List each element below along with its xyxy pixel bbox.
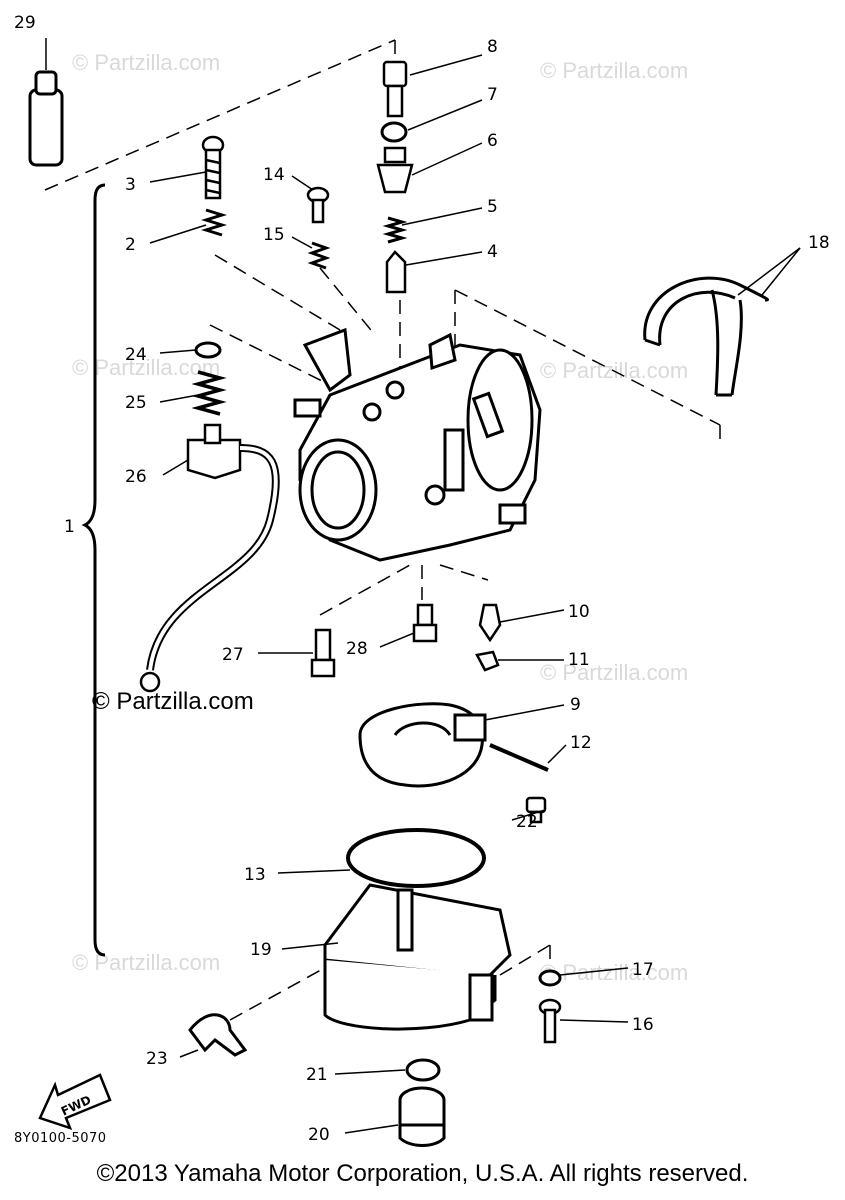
callout-26: 26 [125, 467, 147, 487]
part-23-clamp [188, 1013, 248, 1057]
callout-9: 9 [570, 695, 581, 715]
callout-7: 7 [487, 85, 498, 105]
part-3-screw [201, 135, 225, 200]
callout-labels: 29 8 7 6 3 14 5 2 15 4 18 24 25 26 1 10 … [14, 13, 830, 1145]
part-11-clip [475, 650, 500, 672]
part-17-washer [538, 969, 562, 987]
diagram-code: 8Y0100-5070 [14, 1131, 107, 1146]
callout-15: 15 [263, 225, 285, 245]
assembly-brace [81, 183, 106, 957]
callout-22: 22 [516, 812, 538, 832]
callout-10: 10 [568, 602, 590, 622]
watermark-text: © Partzilla.com [540, 660, 688, 685]
callout-4: 4 [487, 242, 498, 262]
part-4-needle [385, 250, 407, 294]
part-24-washer [194, 341, 222, 359]
part-8-screw [382, 60, 408, 118]
part-9-float [358, 702, 487, 788]
part-20-plug [398, 1086, 446, 1147]
part-26-choke [139, 423, 280, 693]
part-14-screw [306, 186, 330, 224]
callout-28: 28 [346, 639, 368, 659]
callout-8: 8 [487, 37, 498, 57]
part-18-hose [643, 276, 769, 397]
callout-13: 13 [244, 865, 266, 885]
part-10-valve [478, 603, 502, 643]
part-21-oring [405, 1058, 441, 1082]
callout-14: 14 [263, 165, 285, 185]
watermark-text: © Partzilla.com [540, 960, 688, 985]
part-15-spring [307, 241, 331, 270]
callout-2: 2 [125, 235, 136, 255]
part-5-spring [382, 216, 408, 244]
callout-5: 5 [487, 197, 498, 217]
carburetor-body [293, 327, 542, 562]
fwd-arrow: FWD [38, 1073, 112, 1131]
leader-lines [45, 38, 801, 1134]
part-29-pipe [28, 70, 64, 167]
callout-18: 18 [808, 233, 830, 253]
part-27-jet [310, 628, 336, 678]
callout-17: 17 [632, 960, 654, 980]
part-6-valve [376, 146, 414, 194]
part-28-jet [412, 603, 438, 643]
part-2-spring [200, 208, 228, 237]
watermark-text: © Partzilla.com [72, 50, 220, 75]
watermark-main: © Partzilla.com [92, 688, 254, 715]
callout-16: 16 [632, 1015, 654, 1035]
part-25-spring [191, 370, 227, 416]
part-19-float-bowl [323, 883, 512, 1031]
part-16-screw [538, 998, 562, 1044]
callout-1: 1 [64, 517, 75, 537]
part-7-nut [380, 121, 408, 143]
copyright-notice: ©2013 Yamaha Motor Corporation, U.S.A. A… [96, 1160, 749, 1187]
callout-21: 21 [306, 1065, 328, 1085]
watermark-text: © Partzilla.com [72, 355, 220, 380]
watermark-layer: © Partzilla.com © Partzilla.com © Partzi… [72, 50, 688, 985]
callout-29: 29 [14, 13, 36, 33]
part-12-pin [489, 743, 549, 772]
callout-20: 20 [308, 1125, 330, 1145]
callout-6: 6 [487, 131, 498, 151]
callout-24: 24 [125, 345, 147, 365]
callout-19: 19 [250, 940, 272, 960]
watermark-text: © Partzilla.com [540, 58, 688, 83]
callout-11: 11 [568, 650, 590, 670]
callout-3: 3 [125, 175, 136, 195]
part-13-gasket [346, 828, 486, 888]
callout-23: 23 [146, 1049, 168, 1069]
callout-25: 25 [125, 393, 147, 413]
callout-12: 12 [570, 733, 592, 753]
watermark-text: © Partzilla.com [72, 950, 220, 975]
callout-27: 27 [222, 645, 244, 665]
